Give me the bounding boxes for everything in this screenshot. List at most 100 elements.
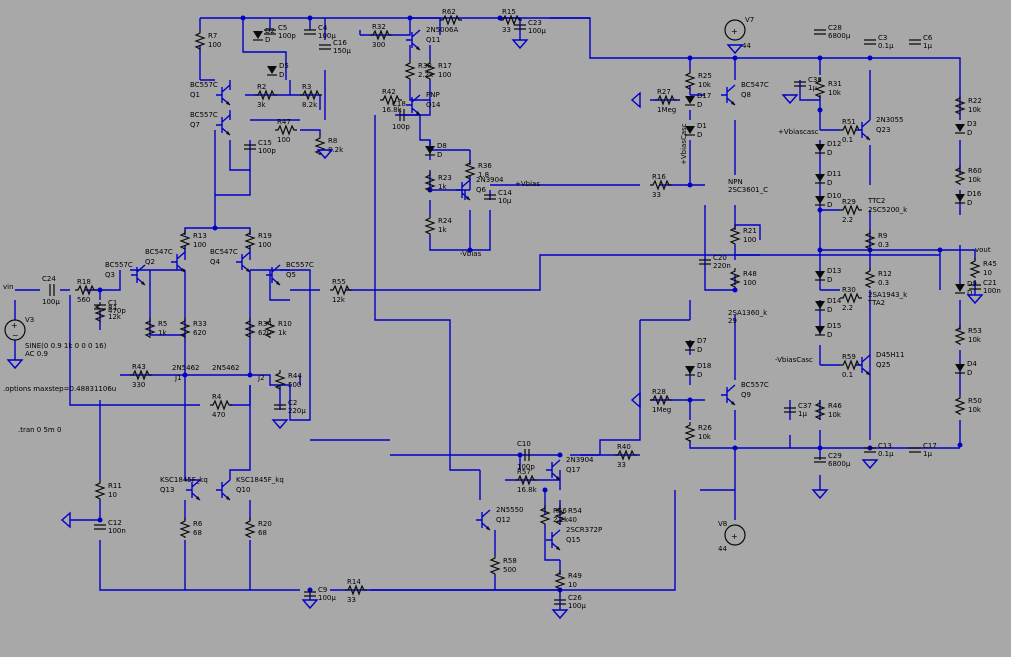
diode-d5[interactable]: D5D (267, 62, 289, 79)
diode-d8[interactable]: D8D (425, 142, 447, 159)
resistor-r62[interactable]: R62 (440, 8, 462, 26)
diode-d9[interactable]: D9D (955, 280, 977, 297)
capacitor-c3[interactable]: C30.1µ (864, 34, 894, 50)
diode-d4[interactable]: D4D (955, 360, 977, 377)
voltage-source-v7[interactable]: + (724, 19, 746, 41)
diode-d7[interactable]: D7D (685, 337, 707, 354)
voltage-source-v3[interactable]: +~ (4, 319, 26, 341)
diode-d1[interactable]: D1D (685, 122, 707, 139)
resistor-r8[interactable]: R88.2k (314, 135, 344, 155)
diode-d3[interactable]: D3D (955, 120, 977, 137)
diode-d2[interactable]: D2D (253, 27, 275, 44)
resistor-r3[interactable]: R38.2k (300, 83, 322, 109)
